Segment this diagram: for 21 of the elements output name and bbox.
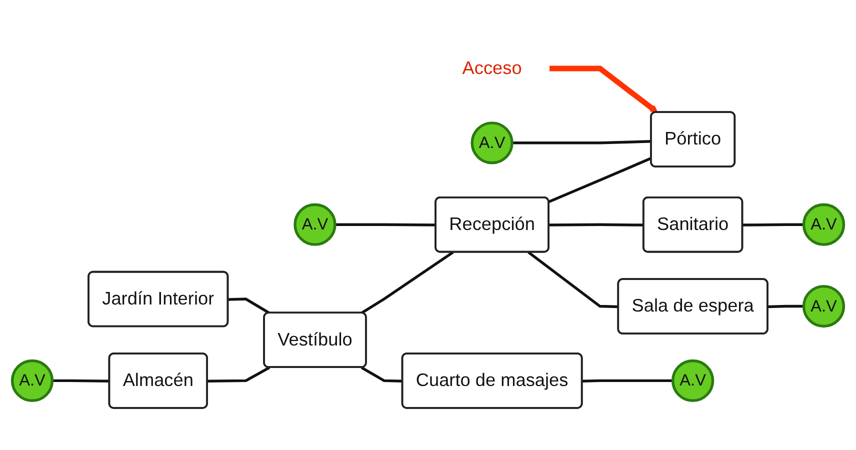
node-circle: A.V (10, 360, 54, 402)
node-circle: A.V (802, 204, 846, 246)
connector (528, 252, 619, 308)
node-circle: A.V (802, 285, 846, 328)
node-circle: A.V (294, 204, 336, 246)
node-text: Acceso (462, 58, 522, 79)
connector (768, 305, 804, 308)
connector (208, 366, 270, 383)
connector (52, 380, 110, 383)
connector (228, 298, 270, 315)
connector (548, 224, 644, 227)
node-circle: A.V (470, 122, 514, 165)
connector (334, 224, 436, 227)
connector (548, 157, 652, 204)
node-circle: A.V (671, 360, 714, 402)
arrow (549, 66, 658, 114)
connector (742, 224, 804, 227)
connector (360, 252, 454, 315)
connector (512, 140, 652, 145)
connector (360, 366, 403, 383)
connector (582, 380, 673, 383)
